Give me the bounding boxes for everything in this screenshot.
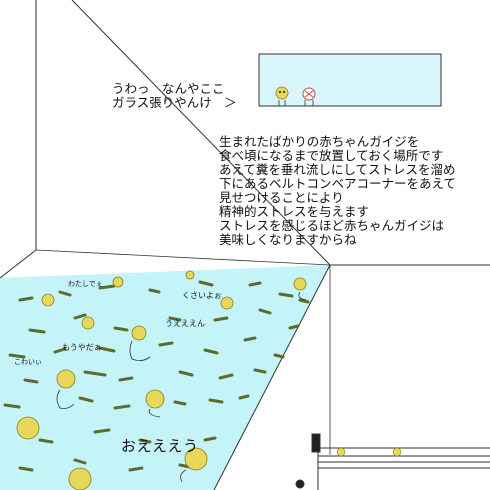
baby-bodies-outline <box>56 291 307 483</box>
explanation-text: 生まれたばかりの赤ちゃんガイジを 食べ頃になるまで放置しておく場所です あえて糞… <box>219 135 484 250</box>
conveyor-belt <box>295 433 490 490</box>
voice-wailing: おえええう <box>121 437 199 455</box>
voice-scared: こわいぃ <box>14 358 42 366</box>
explanation-line: 美味しくなりますからね <box>219 232 357 247</box>
window-baby-right <box>302 87 316 106</box>
voice-crying: うえええん <box>165 319 205 328</box>
explanation-line: ストレスを感じるほど赤ちゃんガイジは <box>219 218 445 233</box>
window-baby-left <box>275 86 289 106</box>
explanation-line: 生まれたばかりの赤ちゃんガイジを <box>219 134 420 149</box>
speech-whoa-line-1: うわっ なんやここ <box>112 81 225 96</box>
floor-right-edge <box>213 264 331 490</box>
voice-nomore: もうやだぁ <box>62 343 102 352</box>
explanation-line: 見せつけることにより <box>219 190 344 205</box>
explanation-line: 精神的ストレスを与えます <box>219 204 370 219</box>
speech-whoa: うわっ なんやここ ガラス張りやんけ ＞ <box>112 82 237 110</box>
conveyor-baby-faces <box>336 447 402 457</box>
wall-edge-diagonal <box>71 0 331 266</box>
explanation-line: 食べ頃になるまで放置しておく場所です <box>219 148 444 163</box>
floor-baby-faces <box>16 270 307 490</box>
wall-floor-edge <box>0 249 37 279</box>
poop-scribbles <box>3 280 310 472</box>
window-panel <box>258 53 442 107</box>
explanation-line: あえて糞を垂れ流しにしてストレスを溜め <box>219 162 456 177</box>
explanation-line: 下にあるベルトコンベアコーナーをあえて <box>219 176 456 191</box>
voice-smells: くさいよぉ <box>182 291 222 300</box>
voice-tiny: わたしでぇ <box>68 280 103 288</box>
speech-whoa-line-2: ガラス張りやんけ ＞ <box>112 95 237 110</box>
floor-back-edge <box>35 249 331 266</box>
